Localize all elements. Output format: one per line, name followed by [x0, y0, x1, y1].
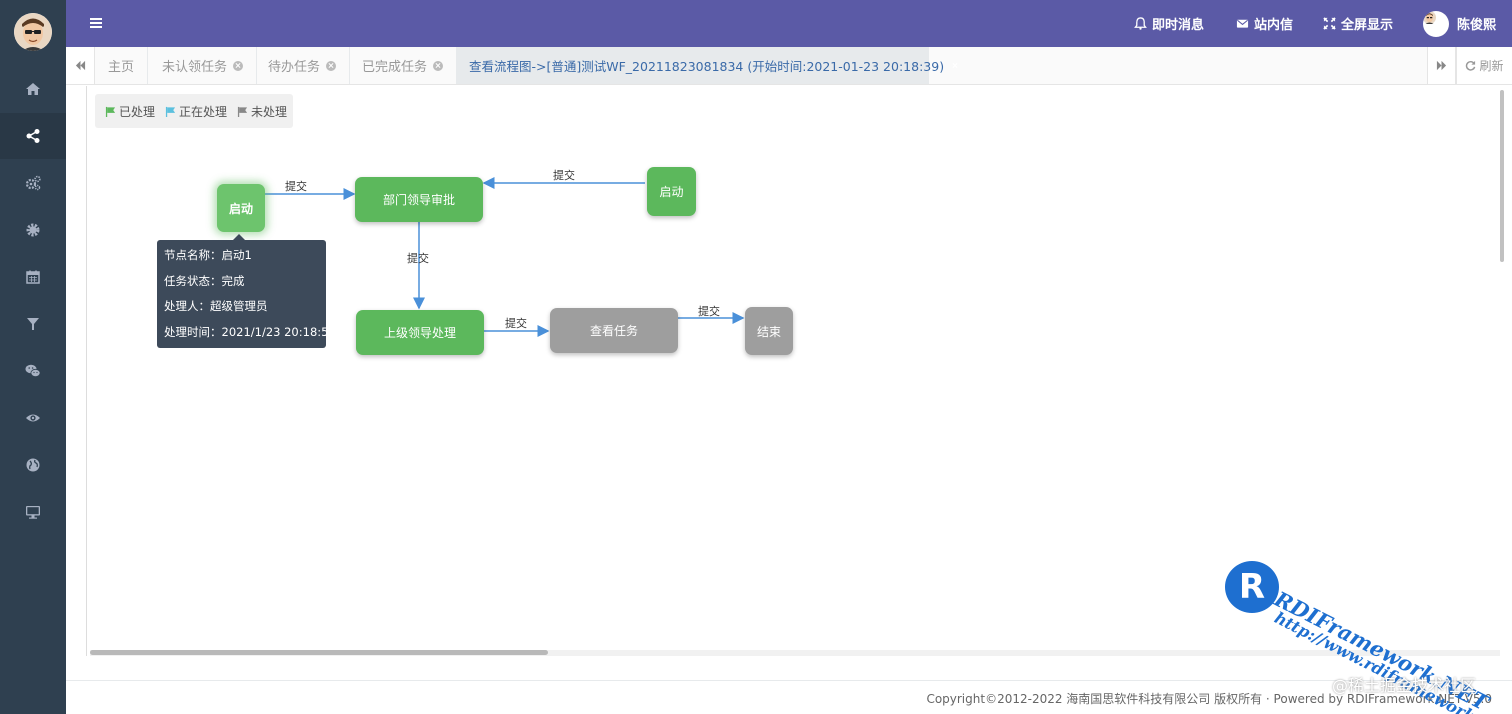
top-header: 即时消息 站内信 全屏显示 陈俊熙	[66, 0, 1512, 47]
instant-messages-link[interactable]: 即时消息	[1134, 0, 1204, 47]
node-label: 结束	[756, 324, 781, 339]
flow-node-start2[interactable]: 启动	[647, 167, 696, 216]
gears-icon	[25, 175, 41, 191]
sidebar-item-filter[interactable]	[0, 301, 66, 347]
filter-icon	[27, 318, 39, 330]
tab-scroll-left-button[interactable]	[66, 47, 95, 84]
fullscreen-label: 全屏显示	[1341, 18, 1394, 33]
node-label: 上级领导处理	[383, 326, 456, 340]
close-icon[interactable]	[233, 60, 244, 71]
home-icon	[26, 83, 40, 95]
envelope-icon	[1236, 19, 1249, 28]
tab-unclaimed-tasks[interactable]: 未认领任务	[149, 47, 258, 84]
inbox-link[interactable]: 站内信	[1236, 0, 1293, 47]
desktop-icon	[26, 506, 40, 519]
tab-label: 待办任务	[268, 60, 321, 75]
node-label: 查看任务	[589, 324, 638, 338]
legend-unprocessed-label: 未处理	[251, 104, 288, 119]
node-label: 启动	[659, 185, 684, 199]
legend-processed-label: 已处理	[119, 104, 156, 119]
flag-blue-icon	[165, 106, 176, 117]
tooltip-node-name: 节点名称：启动1	[164, 248, 252, 262]
sidebar	[0, 0, 66, 714]
tab-label: 主页	[108, 60, 135, 75]
edge-label: 提交	[553, 169, 575, 182]
horizontal-scrollbar[interactable]	[90, 650, 548, 655]
footer-copyright: Copyright©2012-2022 海南国思软件科技有限公司 版权所有 · …	[926, 692, 1492, 706]
user-avatar	[1423, 10, 1449, 37]
legend-processing-label: 正在处理	[179, 104, 228, 119]
node-label: 部门领导审批	[382, 193, 455, 207]
flag-green-icon	[105, 106, 116, 117]
user-name: 陈俊熙	[1457, 18, 1497, 33]
edge-label: 提交	[407, 252, 429, 265]
globe-icon	[26, 458, 40, 472]
legend-processed: 已处理	[105, 103, 155, 120]
tab-todo-tasks[interactable]: 待办任务	[255, 47, 351, 84]
tab-home[interactable]: 主页	[95, 47, 149, 84]
refresh-button[interactable]: 刷新	[1456, 47, 1512, 84]
tooltip-task-status: 任务状态：完成	[164, 273, 245, 288]
tab-view-flowchart[interactable]: 查看流程图->[普通]测试WF_20211823081834 (开始时间:202…	[456, 47, 944, 84]
flag-gray-icon	[237, 106, 248, 117]
menu-toggle-icon[interactable]	[88, 15, 104, 31]
sidebar-avatar[interactable]	[14, 13, 52, 51]
footer: Copyright©2012-2022 海南国思软件科技有限公司 版权所有 · …	[66, 680, 1512, 714]
legend-processing: 正在处理	[165, 103, 227, 120]
sidebar-item-globe[interactable]	[0, 442, 66, 488]
bell-icon	[1134, 17, 1147, 30]
tooltip-handler: 处理人：超级管理员	[164, 299, 268, 313]
gear-icon	[26, 223, 40, 237]
node-tooltip: 节点名称：启动1 任务状态：完成 处理人：超级管理员 处理时间：2021/1/2…	[157, 234, 336, 348]
flow-edges	[265, 177, 745, 337]
tab-bar: 主页 未认领任务 待办任务 已完成任务 查看流程图->[普通]测试WF_2021…	[66, 47, 1512, 85]
sidebar-item-wechat[interactable]	[0, 348, 66, 394]
sidebar-item-workflow[interactable]	[0, 113, 66, 159]
tab-label: 未认领任务	[162, 60, 228, 75]
refresh-label: 刷新	[1479, 59, 1504, 73]
sidebar-item-system[interactable]	[0, 160, 66, 206]
status-legend: 已处理 正在处理 未处理	[95, 94, 293, 128]
refresh-icon	[1466, 60, 1476, 71]
flow-node-dept-approve[interactable]: 部门领导审批	[355, 177, 483, 222]
juejin-watermark: @稀土掘金技术社区	[1332, 676, 1477, 695]
flowchart-panel: 已处理 正在处理 未处理 提交 提交 提交 提交 提交 启动 部门领导审批	[86, 86, 1506, 656]
wechat-icon	[25, 364, 41, 378]
tab-completed-tasks[interactable]: 已完成任务	[349, 47, 458, 84]
watermark: R RDIFramework.NET http://www.rdiframewo…	[1222, 556, 1510, 714]
edge-label: 提交	[698, 305, 720, 318]
tab-label: 查看流程图->[普通]测试WF_20211823081834 (开始时间:202…	[469, 59, 945, 74]
close-icon[interactable]	[433, 60, 444, 71]
user-menu[interactable]: 陈俊熙	[1423, 0, 1496, 47]
expand-icon	[1323, 17, 1336, 30]
instant-messages-label: 即时消息	[1152, 18, 1205, 33]
share-alt-icon	[26, 129, 40, 143]
flow-node-start1[interactable]: 启动	[217, 184, 265, 232]
horizontal-scrollbar-track	[90, 650, 1500, 656]
edge-label: 提交	[285, 180, 307, 193]
close-icon[interactable]	[326, 60, 337, 71]
eye-icon	[26, 414, 40, 422]
sidebar-item-calendar[interactable]	[0, 254, 66, 300]
calendar-icon	[26, 270, 40, 284]
flow-node-end[interactable]: 结束	[745, 307, 793, 355]
tab-scroll-right-button[interactable]	[1427, 47, 1456, 84]
legend-unprocessed: 未处理	[237, 103, 287, 120]
tab-label: 已完成任务	[362, 60, 428, 75]
node-label: 启动	[228, 201, 253, 216]
fullscreen-link[interactable]: 全屏显示	[1323, 0, 1393, 47]
inbox-label: 站内信	[1254, 18, 1294, 33]
sidebar-item-settings[interactable]	[0, 207, 66, 253]
watermark-logo: R	[1222, 558, 1282, 616]
backward-icon	[75, 60, 85, 71]
sidebar-item-home[interactable]	[0, 66, 66, 112]
sidebar-item-desktop[interactable]	[0, 489, 66, 535]
flow-node-superior[interactable]: 上级领导处理	[356, 310, 484, 355]
tooltip-handle-time: 处理时间：2021/1/23 20:18:50	[164, 324, 336, 339]
flow-node-view-task[interactable]: 查看任务	[550, 308, 678, 353]
sidebar-item-view[interactable]	[0, 395, 66, 441]
vertical-scrollbar[interactable]	[1500, 90, 1504, 262]
edge-label: 提交	[505, 317, 527, 330]
forward-icon	[1436, 60, 1447, 71]
